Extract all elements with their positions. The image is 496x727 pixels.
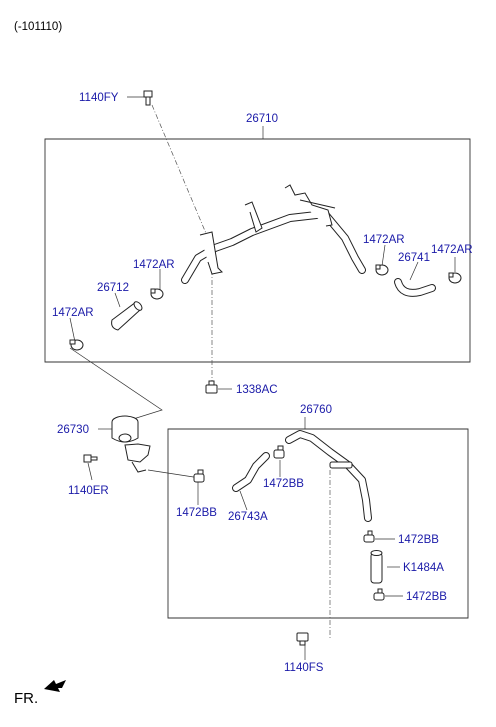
label-assy-lower: 26760 [300,404,332,416]
label-clamp-b: 1472AR [133,259,175,271]
bolt-1140er-icon [83,454,98,463]
upper-assembly-box [44,138,471,363]
label-clamp-a: 1472AR [52,307,94,319]
leader-bolt-left [87,462,93,481]
clamp-1472ar-d-icon [448,272,462,284]
label-clamp-lower-left: 1472BB [176,507,217,519]
connector-valve-to-lower [147,469,201,479]
leader-clamp-c [381,244,386,267]
clamp-1472bb-r1-icon [363,530,375,543]
label-valve: 26730 [57,424,89,436]
hose-26712-icon [111,301,143,331]
leader-hose-upper-left [114,292,121,308]
bolt-1140fy-icon [143,90,153,106]
bolt-top-centerline [151,104,214,251]
label-assy-upper: 26710 [246,113,278,125]
leader-hose-upper-right [409,261,419,281]
label-bolt-top: 1140FY [79,92,119,104]
front-arrow-icon [44,680,66,692]
leader-clamp-a [69,317,76,343]
clamp-1472bb-mid-icon [273,445,285,459]
label-clamp-c: 1472AR [363,234,405,246]
label-clamp-lower-r2: 1472BB [406,591,447,603]
clamp-1472bb-r2-icon [373,588,385,601]
nut-1338ac-icon [205,380,218,394]
label-clamp-d: 1472AR [431,244,473,256]
clamp-1472ar-a-icon [69,339,84,351]
connector-upper-to-valve [69,347,163,421]
clamp-1472bb-left-icon [193,469,205,483]
leader-hose-lower [239,490,248,511]
pipe-26760-icon [285,430,372,522]
label-bolt-bottom: 1140FS [284,662,324,674]
label-hose-k: K1484A [403,562,444,574]
label-nut-mid: 1338AC [236,384,278,396]
front-indicator-label: FR. [14,690,38,707]
valve-26730-icon [111,415,151,473]
pipe-assembly-26710-icon [181,184,366,284]
label-bolt-left: 1140ER [68,485,109,497]
label-hose-lower: 26743A [228,511,268,523]
label-hose-upper-right: 26741 [398,252,430,264]
lower-assembly-box [167,428,469,619]
header-code: (-101110) [14,21,62,33]
label-clamp-lower-mid: 1472BB [263,478,304,490]
hose-k1484a-icon [370,550,383,584]
label-hose-upper-left: 26712 [97,282,129,294]
hose-26743a-icon [232,452,270,492]
clamp-1472ar-c-icon [375,264,389,276]
clamp-1472ar-b-icon [150,288,164,300]
hose-26741-icon [394,278,436,297]
bolt-1140fs-icon [296,632,309,646]
label-clamp-lower-r1: 1472BB [398,534,439,546]
